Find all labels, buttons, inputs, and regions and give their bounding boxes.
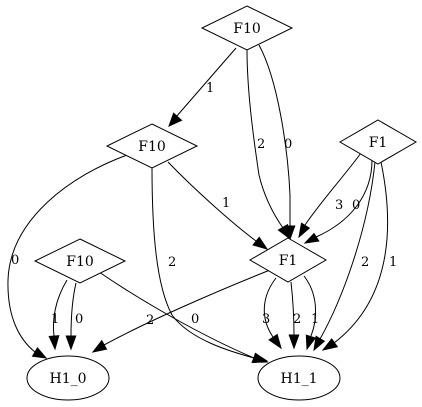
edge-line bbox=[70, 282, 77, 337]
edge-mid-left-to-h1-0: 0 bbox=[7, 153, 131, 359]
edge-right-to-h1-1: 2 bbox=[313, 161, 376, 352]
edge-line bbox=[167, 161, 257, 242]
diamond-shape bbox=[339, 119, 417, 165]
edge-line bbox=[175, 47, 237, 118]
edge-low-left-to-h1-0-b: 0 bbox=[65, 282, 83, 351]
edge-label: 3 bbox=[262, 312, 270, 327]
arrowhead bbox=[252, 236, 269, 250]
edge-line bbox=[290, 281, 295, 336]
node-label: F1 bbox=[369, 135, 388, 151]
edge-line bbox=[151, 166, 255, 359]
edge-label: 3 bbox=[335, 198, 343, 213]
edge-right-to-center-b: 0 bbox=[303, 159, 373, 244]
arrowhead bbox=[313, 335, 326, 352]
arrowhead bbox=[288, 334, 300, 350]
edge-center-to-h1-1-a: 3 bbox=[262, 277, 282, 350]
edge-center-to-h1-1-b: 2 bbox=[288, 281, 301, 350]
diamond-shape bbox=[33, 238, 127, 284]
arrowhead bbox=[251, 352, 269, 363]
arrowhead bbox=[168, 112, 183, 127]
edge-line bbox=[304, 152, 362, 226]
edge-label: 1 bbox=[389, 255, 397, 270]
node-right-f1: F1 bbox=[339, 119, 417, 165]
edge-label: 0 bbox=[11, 253, 19, 268]
edge-label: 1 bbox=[206, 81, 214, 96]
diamond-shape bbox=[200, 5, 294, 51]
edge-mid-left-to-h1-1: 2 bbox=[151, 166, 269, 364]
edge-right-to-h1-1-b: 1 bbox=[321, 161, 397, 351]
diamond-shape bbox=[249, 237, 327, 283]
edge-line bbox=[7, 153, 131, 353]
ellipse-shape bbox=[257, 355, 341, 401]
edge-top-to-center-a: 2 bbox=[246, 48, 290, 240]
arrowhead bbox=[284, 225, 296, 241]
arrowhead bbox=[31, 347, 48, 359]
edge-label: 0 bbox=[284, 137, 292, 152]
edge-line bbox=[263, 277, 277, 338]
arrowhead bbox=[91, 339, 108, 353]
arrowhead bbox=[321, 338, 339, 351]
arrowhead bbox=[268, 333, 282, 350]
edge-line bbox=[52, 279, 68, 337]
edge-top-to-center-b: 0 bbox=[258, 44, 296, 241]
edge-line bbox=[315, 159, 373, 238]
edge-label: 1 bbox=[222, 196, 230, 211]
diamond-shape bbox=[105, 123, 199, 169]
node-label: H1_1 bbox=[280, 371, 317, 387]
node-label: F10 bbox=[233, 21, 261, 37]
ellipse-shape bbox=[26, 355, 110, 401]
edge-center-to-h1-0: 0 bbox=[91, 269, 271, 353]
edge-right-to-center-a: 3 bbox=[298, 152, 362, 239]
edge-center-to-h1-1-c: 1 bbox=[303, 275, 319, 351]
edge-top-to-mid-left: 1 bbox=[168, 47, 237, 127]
edge-label: 2 bbox=[257, 137, 265, 152]
node-h1-1: H1_1 bbox=[257, 355, 341, 401]
edge-line bbox=[103, 269, 271, 346]
arrowhead bbox=[303, 232, 320, 244]
edge-label: 0 bbox=[75, 312, 83, 327]
edge-low-left-to-h1-1: 2 bbox=[98, 271, 269, 363]
edge-line bbox=[319, 161, 376, 340]
arrowhead bbox=[305, 334, 317, 351]
node-h1-0: H1_0 bbox=[26, 355, 110, 401]
edge-label: 1 bbox=[311, 312, 319, 327]
edge-line bbox=[303, 275, 317, 337]
edge-label: 1 bbox=[51, 312, 59, 327]
node-label: F10 bbox=[66, 254, 94, 270]
node-label: F10 bbox=[138, 139, 166, 155]
edge-line bbox=[333, 161, 389, 344]
node-top-f10: F10 bbox=[200, 5, 294, 51]
edge-label: 2 bbox=[146, 313, 154, 328]
edge-label: 0 bbox=[352, 198, 360, 213]
edge-line bbox=[98, 271, 255, 359]
node-center-f1: F1 bbox=[249, 237, 327, 283]
node-mid-left-f10: F10 bbox=[105, 123, 199, 169]
arrowhead bbox=[48, 335, 60, 351]
edge-label: 0 bbox=[191, 312, 199, 327]
edge-mid-left-to-center: 1 bbox=[167, 161, 269, 250]
node-low-left-f10: F10 bbox=[33, 238, 127, 284]
arrowhead bbox=[65, 335, 77, 351]
node-label: H1_0 bbox=[49, 371, 86, 387]
edge-label: 2 bbox=[293, 312, 301, 327]
node-label: F1 bbox=[279, 253, 298, 269]
edge-label: 2 bbox=[361, 255, 369, 270]
edge-line bbox=[258, 44, 291, 226]
edge-low-left-to-h1-0-a: 1 bbox=[48, 279, 68, 351]
edge-line bbox=[246, 48, 284, 229]
arrowhead bbox=[298, 222, 311, 239]
edge-label: 2 bbox=[168, 255, 176, 270]
